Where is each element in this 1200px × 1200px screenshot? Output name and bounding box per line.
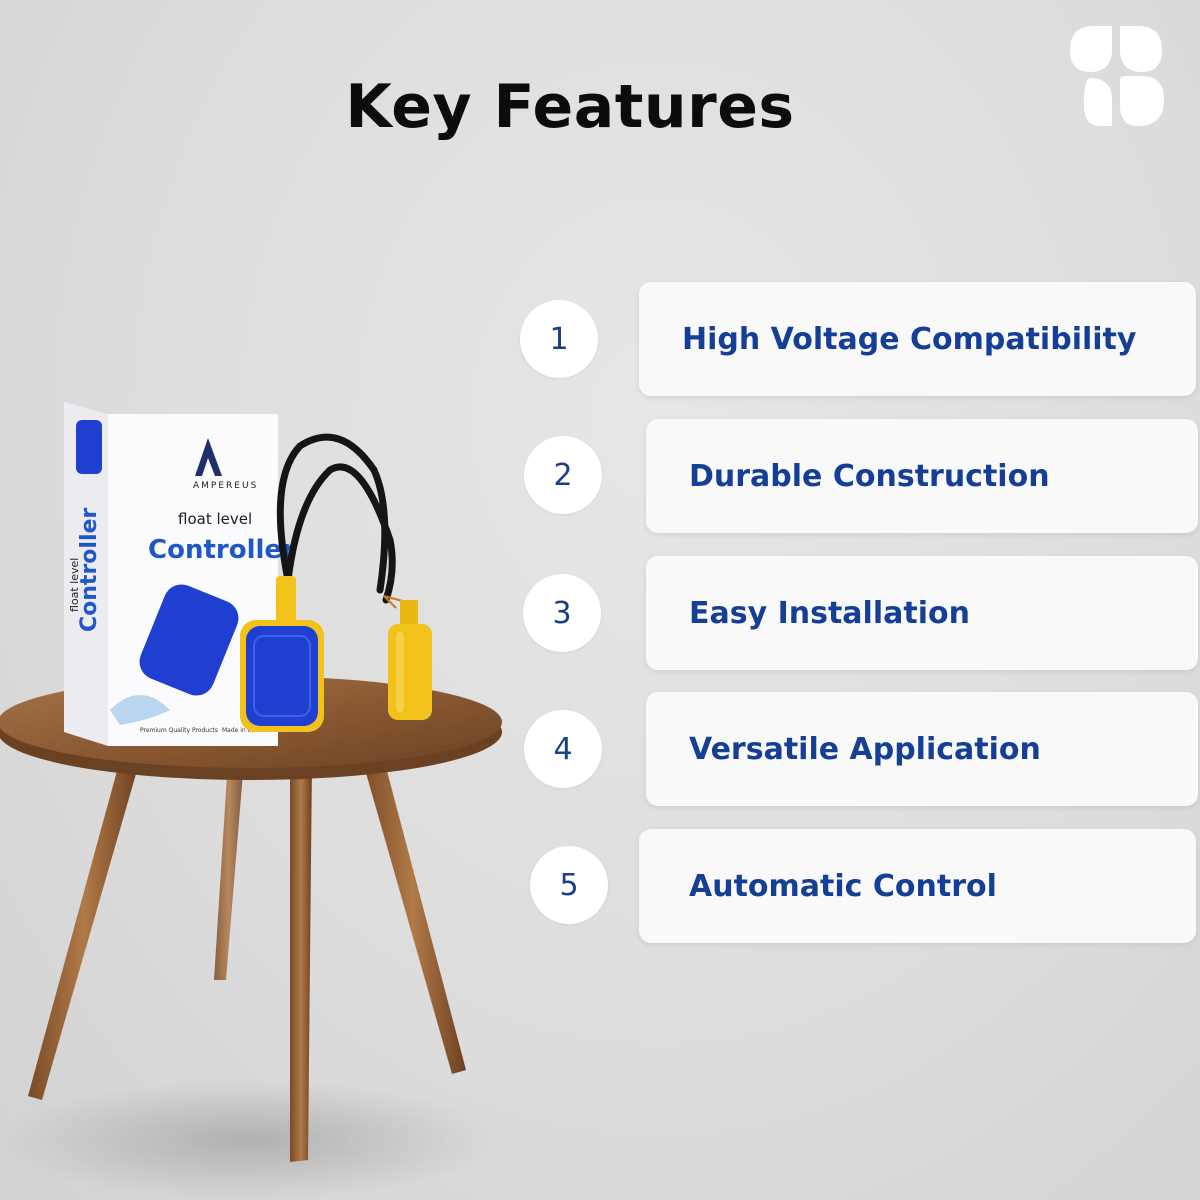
- box-line1-text: float level: [178, 510, 252, 528]
- feature-number-5: 5: [530, 846, 608, 924]
- page-title: Key Features: [345, 72, 795, 142]
- floor-shadow: [0, 1080, 500, 1200]
- box-side-small-text: float level: [68, 558, 81, 612]
- box-small-2: Made in India: [222, 727, 263, 734]
- feature-label: Versatile Application: [689, 731, 1041, 767]
- counter-weight: [388, 600, 432, 720]
- table-legs: [28, 752, 466, 1162]
- cable: [276, 433, 396, 604]
- box-line2-text: Controller: [148, 535, 295, 565]
- box-side-text: Controller: [77, 508, 102, 632]
- clover-logo-icon: [1070, 26, 1164, 126]
- product-illustration: AMPEREUS float level Controller Controll…: [0, 402, 502, 1200]
- float-switch: [240, 576, 324, 732]
- feature-number-2: 2: [524, 436, 602, 514]
- feature-label: High Voltage Compatibility: [682, 321, 1137, 357]
- feature-number-4: 4: [524, 710, 602, 788]
- feature-label: Durable Construction: [689, 458, 1050, 494]
- feature-card-4: Versatile Application: [646, 692, 1198, 806]
- feature-card-2: Durable Construction: [646, 419, 1198, 533]
- box-brand-text: AMPEREUS: [193, 481, 258, 491]
- feature-card-5: Automatic Control: [639, 829, 1196, 943]
- feature-label: Easy Installation: [689, 595, 970, 631]
- box-small-1: Premium Quality Products: [140, 727, 218, 734]
- feature-card-1: High Voltage Compatibility: [639, 282, 1196, 396]
- feature-card-3: Easy Installation: [646, 556, 1198, 670]
- product-box: AMPEREUS float level Controller Controll…: [64, 402, 295, 746]
- feature-number-1: 1: [520, 300, 598, 378]
- feature-number-3: 3: [523, 574, 601, 652]
- feature-label: Automatic Control: [689, 868, 997, 904]
